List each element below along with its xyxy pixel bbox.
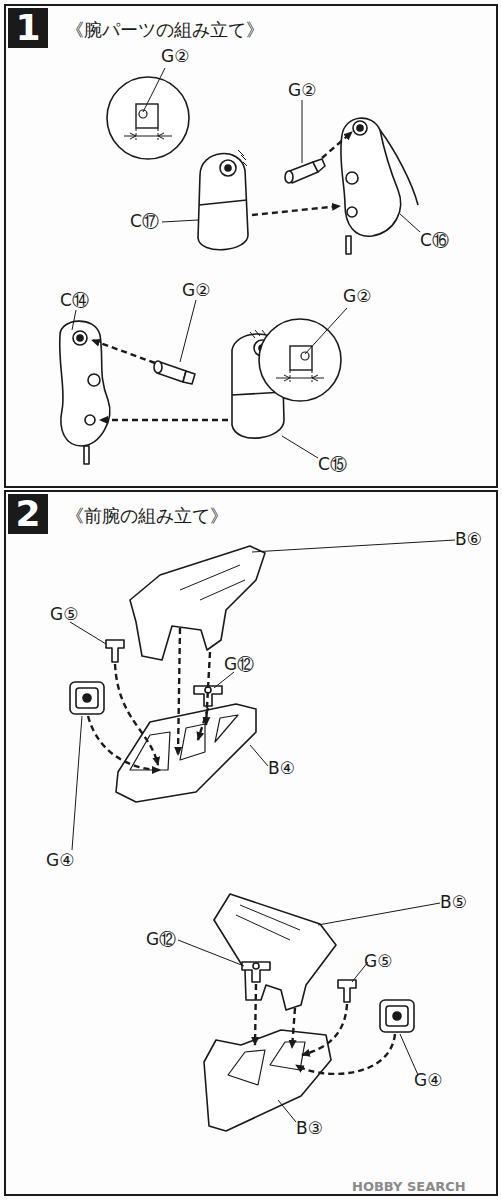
- part-label: B⑥: [455, 531, 482, 548]
- part-label: B⑤: [440, 894, 467, 911]
- inset-circle: [106, 76, 190, 160]
- part-label: G⑫: [224, 656, 254, 673]
- step-panel: 2 《前腕の組み立て》: [4, 490, 498, 1196]
- step-number: 1: [8, 8, 48, 48]
- watermark: HOBBY SEARCH: [352, 1180, 466, 1193]
- step-title: 《腕パーツの組み立て》: [66, 18, 264, 42]
- part-label: C⑯: [420, 232, 449, 249]
- part-label: G②: [161, 48, 189, 65]
- part-label: C⑭: [60, 292, 89, 309]
- part-label: G②: [288, 82, 316, 99]
- part-label: G⑤: [364, 953, 392, 970]
- detail-inset: G②: [106, 76, 190, 160]
- part-label: G④: [46, 852, 74, 869]
- part-label: G④: [414, 1072, 442, 1089]
- step-title: 《前腕の組み立て》: [66, 504, 228, 528]
- step-number: 2: [8, 494, 48, 534]
- part-label: C⑰: [130, 213, 159, 230]
- part-label: B③: [296, 1120, 323, 1137]
- part-label: B④: [268, 760, 295, 777]
- part-label: G⑤: [50, 606, 78, 623]
- detail-inset: G②: [258, 318, 342, 402]
- part-label: G②: [343, 288, 371, 305]
- inset-circle: [258, 318, 342, 402]
- part-label: G⑫: [146, 931, 176, 948]
- part-label: C⑮: [318, 456, 347, 473]
- part-label: G②: [182, 282, 210, 299]
